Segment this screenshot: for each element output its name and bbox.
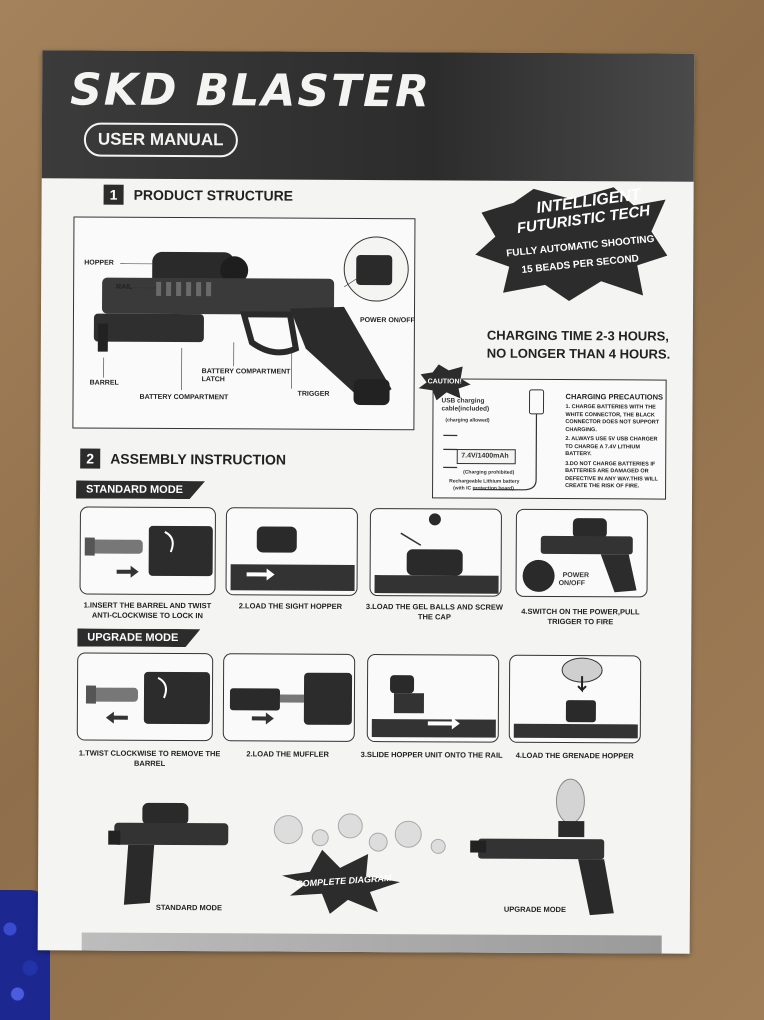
section-1-heading: 1 PRODUCT STRUCTURE [103,184,294,206]
complete-burst [282,849,401,914]
charging-line-2: NO LONGER THAN 4 HOURS. [486,345,671,362]
complete-diagram-drawing [108,778,614,916]
charging-info-box: USB charging cable(included) (charging a… [432,378,667,500]
section-2-number: 2 [80,448,101,469]
precautions-list: 1. CHARGE BATTERIES WITH THE WHITE CONNE… [565,404,661,491]
slide-hopper-drawing [371,675,496,738]
battery-spec: 7.4V/1400mAh [461,452,509,460]
gel-balls-drawing [374,513,499,594]
label-rail: RAIL [116,283,133,291]
promo-burst: INTELLIGENT FUTURISTIC TECH FULLY AUTOMA… [473,185,670,304]
charging-time-note: CHARGING TIME 2-3 HOURS, NO LONGER THAN … [487,327,687,364]
brand-title: SKD BLASTER [70,64,432,118]
upgrade-step-3-image [366,654,500,743]
label-trigger: TRIGGER [297,390,330,398]
remove-barrel-drawing [85,671,211,725]
upgrade-step-1-caption: 1.TWIST CLOCKWISE TO REMOVE THE BARREL [78,748,221,768]
precautions-title: CHARGING PRECAUTIONS [565,392,664,402]
standard-step-4-image: POWER ON/OFF [515,508,648,598]
upgrade-step-4-caption: 4.LOAD THE GRENADE HOPPER [515,750,634,761]
upgrade-step-4-image [508,654,642,744]
standard-step-1-caption: 1.INSERT THE BARREL AND TWIST ANTI-CLOCK… [83,600,212,621]
label-barrel: BARREL [89,379,119,387]
standard-step-1-image [79,506,216,596]
caution-text: CAUTION! [427,378,462,386]
label-battery-compartment: BATTERY COMPARTMENT [139,393,229,402]
power-label-2: ON/OFF [558,580,586,588]
upgrade-step-3-caption: 3.SLIDE HOPPER UNIT ONTO THE RAIL [360,749,503,760]
product-structure-diagram: HOPPER RAIL BARREL BATTERY COMPARTMENT B… [72,216,416,431]
upgrade-mode-tag: UPGRADE MODE [77,628,200,647]
muffler-drawing [229,672,353,725]
upgrade-step-2-caption: 2.LOAD THE MUFFLER [246,749,329,759]
standard-step-4-caption: 4.SWITCH ON THE POWER,PULL TRIGGER TO FI… [521,606,640,627]
sight-hopper-drawing [230,526,355,591]
label-battery-latch-1: BATTERY COMPARTMENT [201,368,291,376]
usb-cable-drawing [443,389,545,491]
battery-desc-2: (with IC protection board) [453,485,514,492]
section-1-number: 1 [103,184,124,205]
diagram-standard-label: STANDARD MODE [155,902,223,913]
upgrade-step-2-image [222,653,356,742]
label-power: POWER ON/OFF [359,316,415,325]
blaster-illustration [93,236,409,406]
manual-page: SKD BLASTER USER MANUAL 1 PRODUCT STRUCT… [37,50,695,954]
manual-header: SKD BLASTER USER MANUAL [41,50,695,182]
precaution-2: 2. ALWAYS USE 5V USB CHARGER TO CHARGE A… [565,436,658,458]
charging-prohibited-label: (Charging prohibited) [463,469,515,476]
precaution-3: 3.DO NOT CHARGE BATTERIES IF BATTERIES A… [565,460,658,490]
burst-shape [475,187,668,302]
standard-step-2-image [225,507,358,596]
standard-step-2-caption: 2.LOAD THE SIGHT HOPPER [238,601,343,611]
grenade-hopper-drawing [513,657,638,739]
standard-step-3-caption: 3.LOAD THE GEL BALLS AND SCREW THE CAP [365,602,504,622]
standard-step-3-image [369,508,502,597]
caution-badge: CAUTION! [418,364,471,401]
complete-diagram-badge: COMPLETE DIAGRAM [282,848,401,915]
label-hopper: HOPPER [84,259,114,267]
footer-band [81,932,662,954]
power-label-1: POWER [562,572,590,580]
charging-line-1: CHARGING TIME 2-3 HOURS, [486,327,669,344]
precaution-1: 1. CHARGE BATTERIES WITH THE WHITE CONNE… [565,404,660,433]
section-2-title: ASSEMBLY INSTRUCTION [110,450,287,468]
battery-desc-1: Rechargeable Lithium battery [449,478,520,485]
section-1-title: PRODUCT STRUCTURE [133,186,294,204]
user-manual-badge: USER MANUAL [83,122,238,158]
upgrade-step-1-image [76,652,214,742]
label-battery-latch-2: LATCH [201,376,225,384]
switch-power-drawing [522,518,637,593]
diagram-upgrade-label: UPGRADE MODE [503,904,566,915]
caution-burst [418,364,471,401]
standard-mode-tag: STANDARD MODE [76,480,205,499]
section-2-heading: 2 ASSEMBLY INSTRUCTION [80,448,287,470]
barrel-insert-drawing [84,525,213,578]
